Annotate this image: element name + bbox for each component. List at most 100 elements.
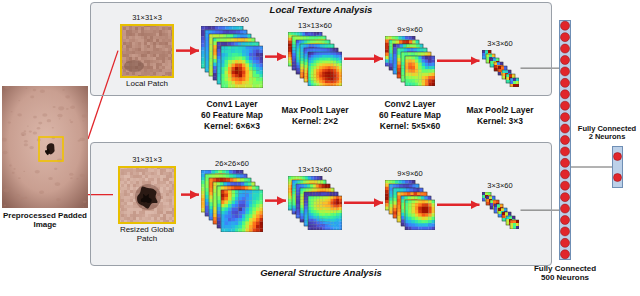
activation-cell [317,44,320,47]
skin-texture [138,45,141,48]
activation-cell [324,48,327,51]
activation-cell [213,59,217,63]
activation-cell [235,46,239,50]
skin-texture [153,63,156,66]
skin-texture [132,54,135,57]
activation-cell [232,63,236,67]
activation-cell [300,66,303,69]
activation-cell [242,74,246,78]
activation-cell [253,77,257,81]
skin-texture [129,42,132,45]
skin-speckle [29,130,32,132]
activation-cell [245,73,249,77]
activation-cell [233,26,237,30]
skin-texture [150,57,153,60]
activation-cell [232,84,236,88]
activation-cell [235,42,239,46]
skin-texture [159,57,162,60]
activation-cell [224,52,228,56]
activation-cell [242,49,246,53]
connector-arrow [176,49,199,52]
activation-cell [228,63,232,67]
skin-texture [156,42,159,45]
activation-cell [228,77,232,81]
skin-speckle [54,168,57,170]
skin-texture [153,33,156,36]
skin-texture [147,45,150,48]
activation-cell [301,36,304,39]
skin-texture [129,54,132,57]
activation-cell [319,57,322,60]
activation-cell [238,80,242,84]
skin-texture [153,72,156,75]
skin-texture [165,72,168,75]
skin-texture [150,45,153,48]
activation-cell [231,42,235,46]
activation-cell [305,32,308,35]
activation-cell [304,50,307,53]
feature-map-frame [288,32,322,66]
feature-map-stack: 26×26×60 [199,16,265,89]
activation-cell [242,70,246,74]
activation-cell [205,51,209,55]
activation-cell [217,45,221,49]
activation-cell [253,70,257,74]
activation-cell [234,34,238,38]
activation-cell [212,30,216,34]
activation-cell [228,73,232,77]
activation-cell [320,44,323,47]
activation-cell [222,26,226,30]
feature-map-frame [213,38,255,80]
activation-cell [231,56,235,60]
connector-arrow [265,55,286,58]
activation-cell [225,63,229,67]
activation-cell [235,49,239,53]
skin-texture [138,57,141,60]
activation-cell [288,32,291,35]
activation-cell [209,34,213,38]
activation-cell [231,66,235,70]
activation-cell [252,66,256,70]
activation-cell [235,73,239,77]
activation-cell [227,38,231,42]
skin-texture [138,51,141,54]
activation-cell [242,52,246,56]
activation-cell [213,73,217,77]
activation-cell [296,62,299,65]
activation-cell [327,48,330,51]
skin-texture [162,72,165,75]
skin-texture [144,63,147,66]
skin-texture [123,39,126,42]
activation-cell [224,77,228,81]
activation-cell [256,70,260,74]
activation-cell [235,84,239,88]
skin-texture [156,69,159,72]
activation-cell [228,84,232,88]
activation-cell [291,32,294,35]
activation-cell [299,32,302,35]
activation-cell [331,44,334,47]
activation-cell [246,49,250,53]
activation-cell [235,56,239,60]
skin-texture [156,60,159,63]
activation-cell [242,42,246,46]
skin-texture [135,57,138,60]
skin-texture [141,30,144,33]
activation-cell [249,80,253,84]
activation-cell [242,77,246,81]
skin-speckle [24,140,28,143]
activation-cell [316,60,319,63]
activation-cell [224,56,228,60]
skin-speckle [80,174,85,177]
skin-texture [150,27,153,30]
activation-cell [309,36,312,39]
activation-cell [221,60,225,64]
skin-texture [129,36,132,39]
activation-cell [304,67,307,70]
skin-texture [168,42,171,45]
activation-cell [260,53,264,57]
skin-texture [135,30,138,33]
activation-cell [221,63,225,67]
skin-speckle [58,106,64,110]
